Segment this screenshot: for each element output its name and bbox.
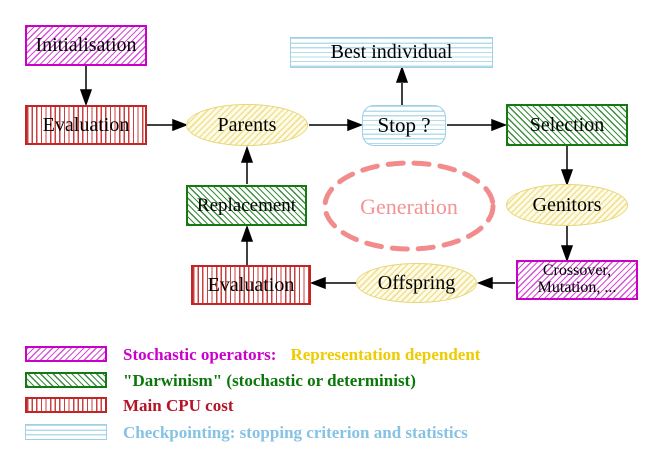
crossover-line1: Crossover, xyxy=(542,262,612,280)
node-stop: Stop ? xyxy=(362,105,446,146)
legend-label-cpu-cost: Main CPU cost xyxy=(123,396,234,415)
node-crossover-mutation: Crossover, Mutation, ... xyxy=(516,260,638,300)
arrow-replacement-to-parents xyxy=(240,145,254,184)
node-selection: Selection xyxy=(506,104,628,146)
arrow-crossover-to-offspring xyxy=(476,276,515,290)
legend-row-cpu-cost: Main CPU cost xyxy=(0,396,662,415)
generation-dashed-ellipse xyxy=(322,160,496,252)
arrow-initialisation-to-evaluation xyxy=(79,66,93,107)
crossover-line2: Mutation, ... xyxy=(537,279,617,296)
legend-label-stochastic-part2: Representation dependent xyxy=(290,345,481,364)
generation-label: Generation xyxy=(360,194,458,219)
arrow-stop-to-selection xyxy=(447,118,508,132)
node-evaluation-bottom: Evaluation xyxy=(191,265,311,305)
arrow-parents-to-stop xyxy=(309,118,364,132)
legend-label-stochastic: Stochastic operators: Representation depe… xyxy=(123,345,480,365)
arrow-stop-to-best-individual xyxy=(395,65,409,105)
legend-label-checkpointing: Checkpointing: stopping criterion and st… xyxy=(123,423,468,442)
legend-row-checkpointing: Checkpointing: stopping criterion and st… xyxy=(0,423,662,442)
legend-label-darwinism: "Darwinism" (stochastic or determinist) xyxy=(123,371,416,390)
legend-swatch-magenta-hatch xyxy=(25,346,107,362)
arrow-selection-to-genitors xyxy=(560,146,574,187)
arrow-evaluation-to-parents xyxy=(147,118,189,132)
legend-swatch-cyan-stripes xyxy=(25,424,107,440)
legend-swatch-green-hatch xyxy=(25,372,107,388)
arrow-genitors-to-crossover xyxy=(560,226,574,263)
node-parents: Parents xyxy=(186,104,308,146)
node-best-individual: Best individual xyxy=(290,37,493,68)
node-initialisation: Initialisation xyxy=(25,25,147,66)
node-genitors: Genitors xyxy=(506,184,628,226)
legend-swatch-red-stripes xyxy=(25,397,107,413)
arrow-evaluation-to-replacement xyxy=(240,224,254,265)
legend-row-stochastic: Stochastic operators: Representation depe… xyxy=(0,345,662,365)
legend-row-darwinism: "Darwinism" (stochastic or determinist) xyxy=(0,371,662,390)
node-replacement: Replacement xyxy=(186,185,307,226)
node-offspring: Offspring xyxy=(356,263,477,303)
node-evaluation-top: Evaluation xyxy=(25,105,147,145)
legend-label-stochastic-part1: Stochastic operators: xyxy=(123,345,277,364)
arrow-offspring-to-evaluation xyxy=(309,276,356,290)
